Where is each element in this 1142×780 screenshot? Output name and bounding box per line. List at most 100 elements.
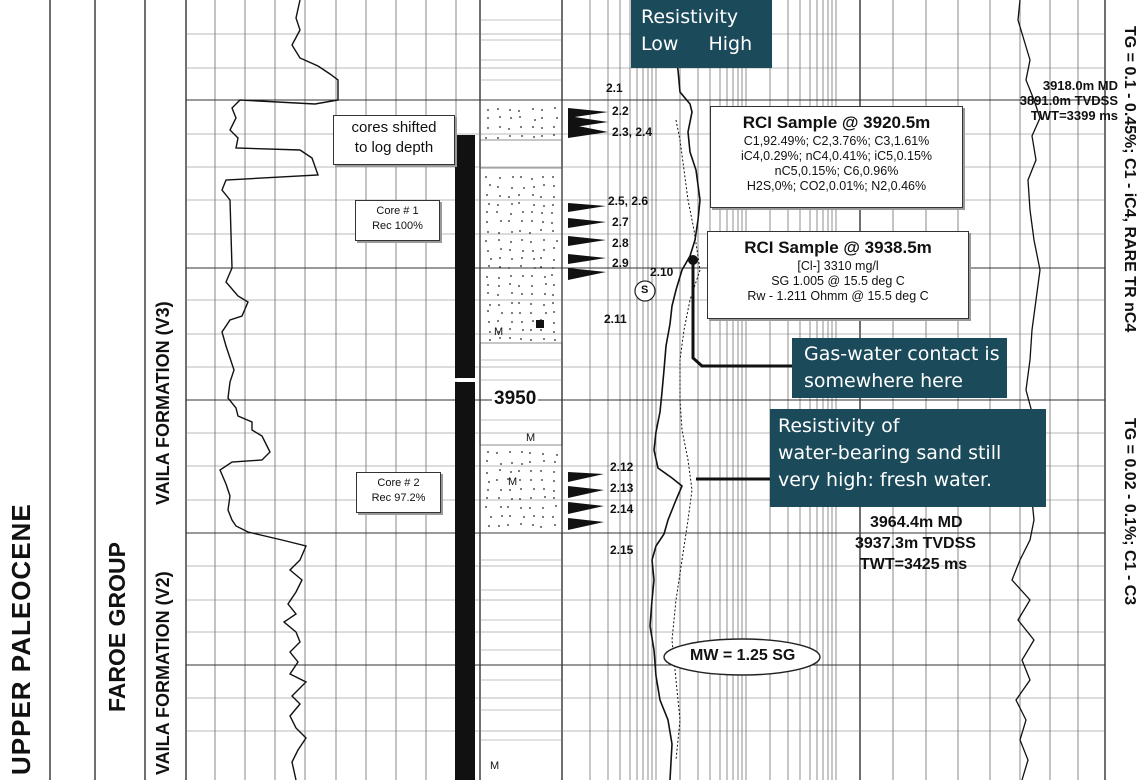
sand-dots [485,107,558,528]
sand-dot [553,322,555,324]
sand-dot [542,507,544,509]
sand-dot [485,240,487,242]
sand-dot [553,134,555,136]
sand-dot [542,176,544,178]
sand-dot [542,453,544,455]
gas-water-line1: Gas-water contact is [804,343,1000,365]
gas-water-line2: somewhere here [804,370,963,392]
shale-lines [480,19,562,741]
sand-dot [530,303,532,305]
point-2-5: 2.5, 2.6 [608,194,649,208]
sand-dot [489,184,491,186]
point-2-8: 2.8 [612,236,629,250]
core-1-label: Core # 1 Rec 100% [355,200,440,241]
upper-paleocene-label: UPPER PALEOCENE [6,503,36,775]
sand-dot [529,232,531,234]
sand-dot [533,204,535,206]
sand-dot [530,241,532,243]
sand-dot [556,117,558,119]
sand-dot [499,266,501,268]
resistivity-curve [649,39,701,780]
sand-dot [498,285,500,287]
sand-dot [499,337,501,339]
sand-dot [522,211,524,213]
sand-dot [543,184,545,186]
sand-dot [552,294,554,296]
sand-dot [543,249,545,251]
sand-dot [485,176,487,178]
sand-dot [510,241,512,243]
sand-dot [486,497,488,499]
sand-dot [486,276,488,278]
sand-dot [534,267,536,269]
sand-dot [521,135,523,137]
sand-dot [542,221,544,223]
sand-dot [530,329,532,331]
rci-sample-1-box: RCI Sample @ 3920.5m C1,92.49%; C2,3.76%… [710,106,963,208]
sand-dot [533,488,535,490]
sand-dot [530,312,532,314]
sand-dot [554,461,556,463]
gas-curve [1011,0,1041,780]
sand-dot [544,276,546,278]
sand-dot [540,229,542,231]
sand-dot [543,205,545,207]
point-2-13: 2.13 [610,481,634,495]
sand-dot [510,213,512,215]
sand-dot [543,239,545,241]
sand-dot [543,488,545,490]
sand-dot [500,220,502,222]
sand-dot [488,265,490,267]
sand-dot [556,240,558,242]
sand-dot [498,232,500,234]
sand-dot [496,211,498,213]
fresh-water-line2: water-bearing sand still [778,442,1002,464]
sand-dot [499,195,501,197]
bottom-depth-twt: TWT=3425 ms [860,556,968,573]
sand-dot [499,126,501,128]
sand-dot [540,266,542,268]
sand-dot [541,479,543,481]
sand-dot [520,176,522,178]
sand-dot [543,338,545,340]
sand-dot [542,516,544,518]
sand-dot [553,480,555,482]
sand-dot [533,258,535,260]
rci2-sample-dot [688,255,698,265]
sand-dot [486,472,488,474]
sand-dot [553,196,555,198]
sand-dot [532,320,534,322]
sand-dot [487,250,489,252]
sand-dot [532,194,534,196]
sand-dot [511,231,513,233]
sand-dot [520,507,522,509]
sand-dot [498,304,500,306]
resistivity-curve-dotted [671,119,701,761]
sand-dot [531,275,533,277]
sand-dot [530,479,532,481]
sand-dot [499,177,501,179]
sand-dot [497,108,499,110]
sand-dot [497,186,499,188]
sand-dot [487,489,489,491]
sand-dot [509,489,511,491]
top-depth-tvdss: 3891.0m TVDSS [1019,93,1118,108]
sand-dot [541,117,543,119]
sand-dot [511,312,513,314]
vaila-v2-label: VAILA FORMATION (V2) [153,571,173,775]
sand-dot [485,137,487,139]
resistivity-scale: Low High [641,31,772,58]
bottom-depth-tvdss: 3937.3m TVDSS [855,535,976,552]
sand-dot [522,329,524,331]
sand-dot [519,312,521,314]
rci-sample-2-box: RCI Sample @ 3938.5m [Cl-] 3310 mg/l SG … [707,231,969,319]
sand-dot [545,283,547,285]
sand-dot [540,319,542,321]
sand-dot [497,294,499,296]
point-2-9: 2.9 [612,256,629,270]
sand-dot [531,211,533,213]
sand-dot [498,277,500,279]
core-1-bar [455,135,475,378]
sand-dot [544,496,546,498]
sand-dot [518,470,520,472]
